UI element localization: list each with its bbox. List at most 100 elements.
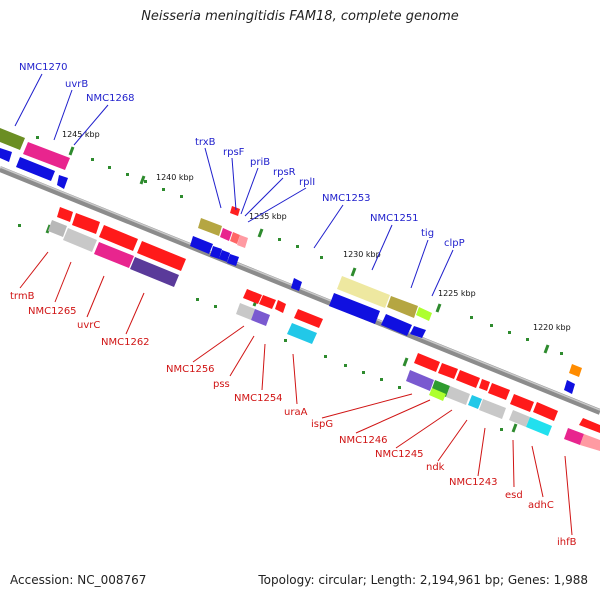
gene-label-nmc1268: NMC1268 (86, 93, 135, 104)
scale-dot (560, 352, 563, 355)
scale-dot (144, 180, 147, 183)
scale-dot (508, 331, 511, 334)
gene-block (220, 228, 232, 241)
gene-arrow (479, 379, 490, 391)
scale-dot (18, 224, 21, 227)
tick-mark (257, 228, 264, 238)
scale-dot (108, 166, 111, 169)
gene-block (130, 257, 179, 287)
lower-leader-lines (19, 251, 573, 536)
gene-label-nmc1251: NMC1251 (370, 213, 419, 224)
gene-arrow (329, 293, 380, 324)
gene-block (63, 228, 97, 252)
gene-label-nmc1265: NMC1265 (28, 306, 77, 317)
gene-arrow (72, 213, 100, 234)
scale-dot (398, 386, 401, 389)
leader-line (395, 409, 453, 449)
scale-dot (526, 338, 529, 341)
gene-arrow (230, 206, 240, 216)
genome-summary-text: Topology: circular; Length: 2,194,961 bp… (258, 573, 588, 587)
gene-arrow (0, 148, 12, 162)
tick-label-1225: 1225 kbp (438, 289, 476, 298)
leader-line (125, 292, 145, 335)
gene-label-rpsr: rpsR (273, 167, 296, 178)
genome-backbone (0, 166, 600, 415)
leader-line (240, 167, 259, 215)
gene-label-prib: priB (250, 157, 270, 168)
gene-arrow (99, 225, 138, 251)
backbone-line (0, 166, 600, 415)
gene-block (569, 364, 582, 377)
gene-arrow (57, 175, 68, 189)
leader-line (54, 261, 72, 303)
leader-line (231, 157, 237, 211)
gene-label-nmc1246: NMC1246 (339, 435, 388, 446)
gene-arrow (488, 383, 510, 400)
leader-line (192, 325, 245, 363)
gene-block (94, 242, 134, 268)
gene-arrow (456, 370, 480, 388)
gene-arrow (227, 254, 239, 266)
gene-arrow (291, 278, 302, 291)
tick-mark (543, 344, 550, 354)
upper-leader-lines (14, 73, 454, 297)
leader-line (313, 204, 344, 249)
accession-text: Accession: NC_008767 (10, 573, 147, 587)
scale-dot (162, 188, 165, 191)
leader-line (19, 251, 49, 289)
gene-label-trxb: trxB (195, 137, 216, 148)
gene-arrow (381, 314, 412, 336)
gene-label-trmb: trmB (10, 291, 35, 302)
scale-dot (500, 428, 503, 431)
gene-block (564, 428, 584, 445)
scale-dot (196, 298, 199, 301)
map-title: Neisseria meningitidis FAM18, complete g… (141, 9, 459, 24)
gene-arrow (533, 402, 558, 421)
leader-line (437, 419, 468, 462)
gene-label-nmc1270: NMC1270 (19, 62, 68, 73)
gene-arrow (410, 326, 426, 338)
scale-dot (470, 316, 473, 319)
tick-mark (139, 175, 146, 185)
gene-arrow (259, 295, 276, 309)
tick-label-1235: 1235 kbp (249, 212, 287, 221)
leader-line (53, 89, 73, 141)
gene-label-nmc1256: NMC1256 (166, 364, 215, 375)
gene-label-nmc1245: NMC1245 (375, 449, 424, 460)
gene-label-adhc: adhC (528, 500, 554, 511)
leader-line (531, 445, 544, 498)
gene-block (287, 323, 317, 344)
gene-arrow (564, 380, 575, 394)
gene-label-ndk: ndk (426, 462, 445, 473)
gene-block (416, 307, 432, 321)
gene-block (251, 309, 270, 326)
gene-arrow (137, 241, 186, 271)
leader-line (204, 147, 222, 209)
gene-label-uvrb: uvrB (65, 79, 88, 90)
gene-arrow (57, 207, 73, 222)
gene-label-ihfb: ihfB (557, 537, 577, 548)
gene-label-nmc1254: NMC1254 (234, 393, 283, 404)
backbone-highlight (0, 166, 600, 411)
gene-label-uraa: uraA (284, 407, 308, 418)
scale-dot (362, 371, 365, 374)
gene-block (337, 276, 390, 308)
scale-dot (284, 339, 287, 342)
tick-mark (402, 357, 409, 367)
lower-gene-labels: trmB NMC1265 uvrC NMC1262 NMC1256 pss NM… (10, 291, 577, 548)
leader-line (410, 239, 429, 289)
gene-block (387, 296, 418, 318)
lower-strand-genes (48, 207, 600, 451)
gene-arrow (579, 418, 600, 433)
gene-label-uvrc: uvrC (77, 320, 100, 331)
gene-block (406, 370, 434, 391)
tick-mark (435, 303, 442, 313)
gene-block (429, 388, 446, 401)
tick-label-1240: 1240 kbp (156, 173, 194, 182)
leader-line (477, 427, 486, 477)
leader-line (247, 187, 307, 223)
leader-line (261, 343, 266, 391)
upper-strand-genes (0, 128, 582, 394)
scale-dot (380, 378, 383, 381)
